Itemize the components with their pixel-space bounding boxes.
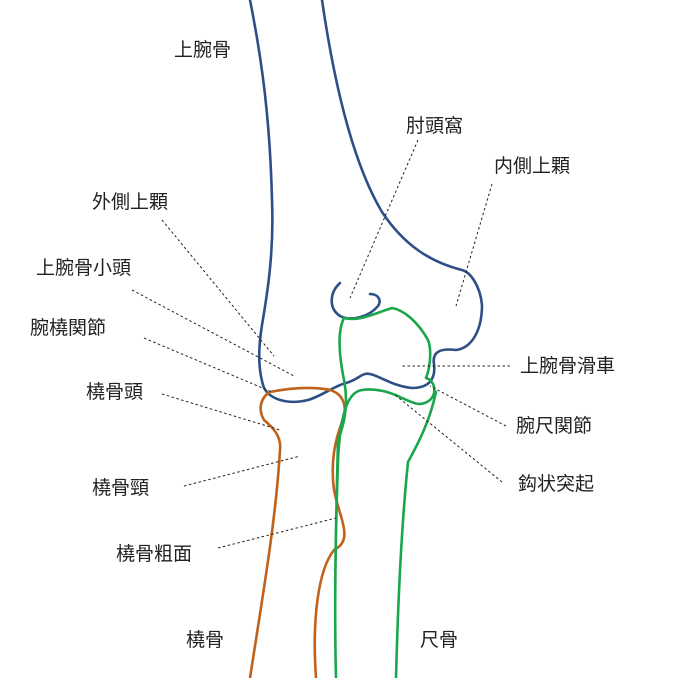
leader-medial-epicondyle [455, 183, 493, 307]
humerus-outline [248, 0, 484, 404]
label-radial-tuberosity: 橈骨粗面 [116, 543, 192, 565]
label-humerus: 上腕骨 [174, 39, 231, 61]
olecranon-fossa-outline [330, 281, 381, 320]
leader-humeroulnar-joint [429, 385, 507, 427]
label-radial-neck: 橈骨頸 [92, 477, 149, 499]
leader-radial-neck [183, 455, 301, 487]
leader-radial-tuberosity [217, 517, 337, 549]
leader-radial-head [161, 393, 281, 431]
label-medial-epicondyle: 内側上顆 [494, 155, 570, 177]
label-lateral-epicondyle: 外側上顆 [92, 191, 168, 213]
leader-capitulum [131, 289, 295, 377]
leader-lateral-epicondyle [161, 219, 275, 357]
leader-olecranon-fossa [349, 139, 419, 299]
label-radius: 橈骨 [186, 629, 224, 651]
label-olecranon-fossa: 肘頭窩 [406, 115, 463, 137]
label-coronoid-process: 鈎状突起 [518, 473, 594, 495]
leader-humeroradial-joint [143, 337, 273, 393]
radius-outline [248, 386, 346, 678]
label-radial-head: 橈骨頭 [86, 381, 143, 403]
label-humeroulnar-joint: 腕尺関節 [516, 415, 592, 437]
leader-coronoid-process [393, 393, 503, 483]
ulna-outline [333, 306, 436, 678]
ulna-shaft-inner [394, 390, 438, 678]
label-ulna: 尺骨 [420, 629, 458, 651]
label-trochlea: 上腕骨滑車 [520, 355, 615, 377]
label-humeroradial-joint: 腕橈関節 [30, 317, 106, 339]
label-capitulum: 上腕骨小頭 [36, 257, 131, 279]
